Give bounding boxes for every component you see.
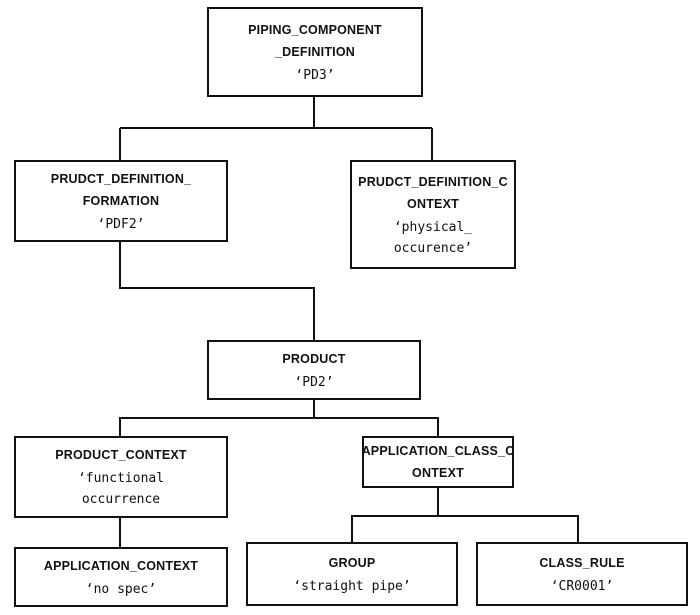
node-title: PRODUCT_CONTEXT [55, 444, 186, 466]
instance-line: ‘functional [77, 471, 165, 486]
instance-line: occurence’ [393, 240, 473, 256]
title-line: APPLICATION_CONTEXT [43, 558, 199, 573]
edge-pd3-children [119, 97, 433, 160]
node-instance: ‘straight pipe’ [293, 576, 410, 597]
instance-line: occurrence [81, 492, 161, 507]
node-instance: ‘PDF2’ [98, 214, 145, 235]
node-product-definition-context: PRUDCT_DEFINITION_C ONTEXT ‘physical_ oc… [350, 160, 516, 269]
instance-line: ‘straight pipe’ [293, 578, 411, 594]
title-line: ONTEXT [407, 196, 459, 211]
title-line: FORMATION [82, 193, 160, 208]
title-line: PRUDCT_DEFINITION_ [50, 171, 192, 186]
title-line: PRODUCT [282, 351, 346, 366]
title-line: CLASS_RULE [539, 555, 625, 570]
title-line: PRUDCT_DEFINITION_C [358, 174, 508, 189]
instance-line: ‘physical_ [393, 219, 473, 235]
node-group: GROUP ‘straight pipe’ [246, 542, 458, 606]
node-instance: ‘CR0001’ [551, 576, 614, 597]
node-title: PRUDCT_DEFINITION_ FORMATION [51, 168, 191, 212]
instance-line: ‘no spec’ [85, 581, 157, 597]
node-title: PIPING_COMPONENT _DEFINITION [248, 19, 382, 63]
node-title: GROUP [329, 552, 376, 574]
node-title: PRUDCT_DEFINITION_C ONTEXT [358, 171, 508, 215]
node-product-context: PRODUCT_CONTEXT ‘functional occurrence [14, 436, 228, 518]
title-line: ONTEXT [412, 466, 464, 480]
node-instance: ‘no spec’ [86, 579, 156, 600]
instance-line: ‘PD3’ [295, 67, 335, 83]
title-line: PRODUCT_CONTEXT [55, 448, 187, 462]
node-product-definition-formation: PRUDCT_DEFINITION_ FORMATION ‘PDF2’ [14, 160, 228, 242]
instance-line: ‘PDF2’ [97, 216, 145, 232]
node-application-context: APPLICATION_CONTEXT ‘no spec’ [14, 547, 228, 607]
node-product: PRODUCT ‘PD2’ [207, 340, 421, 400]
title-line: GROUP [328, 555, 376, 570]
title-line: PIPING_COMPONENT [248, 22, 382, 37]
node-instance: ‘functional occurrence [78, 468, 164, 510]
node-title: PRODUCT [282, 348, 345, 370]
title-line: APPLICATION_CLASS_C [361, 444, 515, 458]
edge-acc-children [351, 488, 579, 542]
node-instance: ‘PD3’ [295, 65, 334, 86]
node-title: CLASS_RULE [539, 552, 624, 574]
node-title: APPLICATION_CONTEXT [44, 555, 198, 577]
instance-line: ‘CR0001’ [550, 578, 614, 594]
edge-pd2-children [119, 400, 439, 436]
title-line: _DEFINITION [275, 44, 355, 59]
instance-line: ‘PD2’ [294, 374, 334, 390]
node-title: APPLICATION_CLASS_C ONTEXT [362, 440, 515, 484]
node-application-class-context: APPLICATION_CLASS_C ONTEXT [362, 436, 514, 488]
node-instance: ‘PD2’ [294, 372, 333, 393]
node-class-rule: CLASS_RULE ‘CR0001’ [476, 542, 688, 606]
edge-pdf2-pd2 [119, 242, 315, 340]
node-instance: ‘physical_ occurence’ [394, 217, 472, 259]
node-piping-component-definition: PIPING_COMPONENT _DEFINITION ‘PD3’ [207, 7, 423, 97]
